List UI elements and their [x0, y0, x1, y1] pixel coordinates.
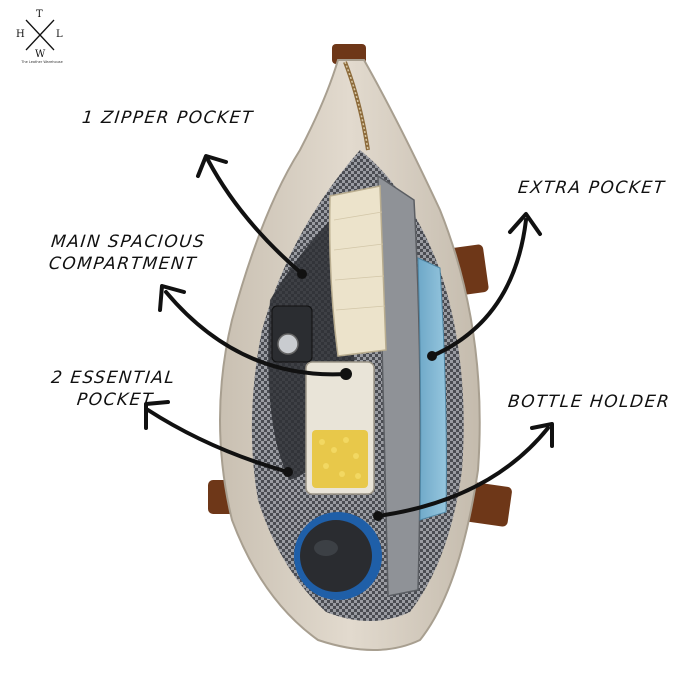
annotation-arrows	[144, 154, 554, 518]
arrow-zipper-pocket	[206, 158, 302, 274]
logo-letter-bottom: W	[35, 49, 46, 60]
callout-extra-pocket-text: EXTRA POCKET	[516, 178, 667, 198]
callout-bottle-holder: BOTTLE HOLDER	[507, 391, 672, 413]
callout-zipper-pocket-text: 1 ZIPPER POCKET	[80, 108, 255, 128]
logo-letter-top: T	[36, 9, 43, 20]
callout-essential-line1: 2 ESSENTIAL	[50, 368, 177, 388]
callout-main-compartment: MAIN SPACIOUS COMPARTMENT	[48, 231, 207, 275]
arrow-essential-pocket	[146, 408, 290, 474]
arrow-origin-dots	[283, 269, 437, 521]
logo-letter-right: L	[56, 29, 63, 40]
tablet	[417, 257, 447, 521]
arrow-main-compartment	[164, 290, 348, 377]
callout-extra-pocket: EXTRA POCKET	[517, 177, 667, 199]
arrow-bottle-holder	[376, 426, 550, 518]
callout-essential-pocket: 2 ESSENTIAL POCKET	[48, 367, 177, 411]
callout-bottle-holder-text: BOTTLE HOLDER	[506, 392, 672, 412]
brand-logo: T H L W The Leather Warehouse	[12, 10, 68, 70]
bottle	[294, 512, 382, 600]
logo-letter-left: H	[16, 29, 25, 40]
callout-essential-line2: POCKET	[75, 390, 155, 410]
callout-main-line1: MAIN SPACIOUS	[50, 232, 207, 252]
arrow-extra-pocket	[430, 218, 528, 358]
callout-zipper-pocket: 1 ZIPPER POCKET	[81, 107, 255, 129]
logo-caption: The Leather Warehouse	[21, 60, 63, 64]
book	[328, 185, 387, 357]
callout-main-line2: COMPARTMENT	[47, 254, 199, 274]
logo-cross-icon	[25, 19, 55, 51]
